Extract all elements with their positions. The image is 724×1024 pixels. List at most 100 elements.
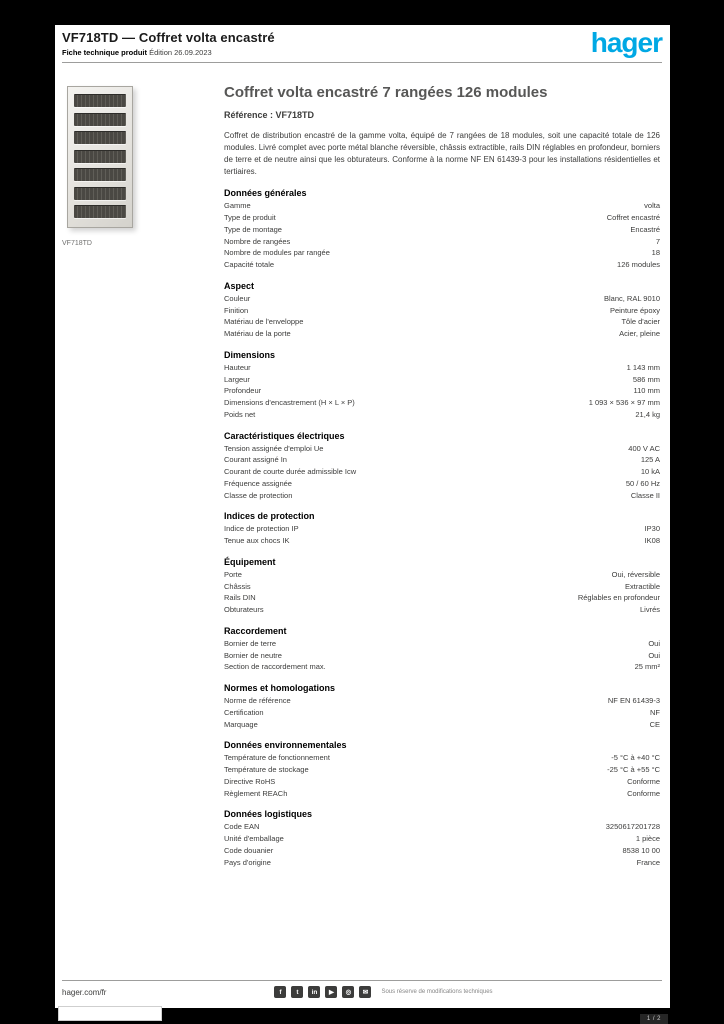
product-description: Coffret de distribution encastré de la g… — [224, 131, 660, 177]
spec-value: Coffret encastré — [606, 213, 660, 222]
spec-label: Rails DIN — [224, 593, 256, 603]
spec-value: Livrés — [639, 605, 660, 614]
spec-value: Conforme — [627, 788, 660, 798]
spec-row: Obturateurs Livrés — [224, 604, 660, 616]
instagram-icon[interactable]: ◎ — [342, 986, 355, 998]
spec-row: Nombre de modules par rangée 18 — [224, 247, 660, 259]
spec-value: NF — [650, 707, 660, 717]
enclosure-module-row — [74, 149, 126, 163]
spec-value: 586 mm — [632, 374, 660, 384]
section-title: Données logistiques — [224, 809, 313, 820]
spec-value: Oui — [648, 650, 660, 660]
spec-row: Dimensions d'encastrement (H × L × P)1 0… — [224, 397, 660, 409]
page-header: VF718TD — Coffret volta encastré Fiche t… — [55, 25, 670, 58]
spec-label: Obturateurs — [224, 605, 264, 614]
spec-label: Type de montage — [224, 224, 282, 234]
spec-label: Courant assigné In — [224, 455, 287, 465]
product-photo — [62, 84, 204, 232]
section-title: Aspect — [224, 280, 255, 291]
newsletter-icon[interactable]: ✉ — [359, 986, 372, 998]
twitter-icon[interactable]: t — [291, 986, 304, 998]
linkedin-icon[interactable]: in — [308, 986, 321, 998]
youtube-icon[interactable]: ▶ — [325, 986, 338, 998]
spec-row: Température de fonctionnement-5 °C à +40… — [224, 752, 660, 764]
spec-value: Blanc, RAL 9010 — [603, 293, 660, 303]
datasheet-page: VF718TD — Coffret volta encastré Fiche t… — [55, 25, 670, 1008]
spec-label: Largeur — [224, 374, 250, 384]
document-type-label: Fiche technique produit — [62, 48, 148, 57]
enclosure-slots — [73, 94, 127, 218]
spec-value: 18 — [651, 248, 660, 258]
spec-label: Fréquence assignée — [224, 478, 292, 488]
spec-label: Bornier de terre — [224, 638, 277, 648]
product-reference-title: VF718TD — Coffret volta encastré — [62, 30, 275, 45]
spec-label: Certification — [224, 707, 264, 717]
spec-value: 3250617201728 — [605, 822, 660, 832]
spec-value: NF EN 61439-3 — [607, 696, 660, 705]
spec-label: Indice de protection IP — [224, 524, 299, 534]
section-title: Dimensions — [224, 349, 276, 360]
spec-row: Indice de protection IP IP30 — [224, 523, 660, 535]
spec-value: Extractible — [624, 581, 660, 591]
footer-website-link[interactable]: hager.com/fr — [62, 987, 107, 997]
spec-label: Nombre de rangées — [224, 236, 291, 246]
spec-value: 1 143 mm — [626, 362, 660, 372]
hager-logo[interactable]: hager — [590, 27, 663, 58]
spec-label: Courant de courte durée admissible Icw — [224, 467, 357, 476]
page-number-badge: 1 / 2 — [639, 1014, 668, 1024]
section-title: Équipement — [224, 556, 276, 567]
header-left: VF718TD — Coffret volta encastré Fiche t… — [62, 30, 275, 57]
spec-row: Fréquence assignée 50 / 60 Hz — [224, 478, 660, 490]
spec-value: 50 / 60 Hz — [625, 478, 660, 488]
spec-label: Porte — [224, 569, 242, 579]
spec-value: France — [636, 857, 660, 867]
header-divider — [62, 62, 662, 63]
spec-value: Tôle d'acier — [621, 317, 660, 327]
spec-value: IP30 — [644, 524, 660, 534]
enclosure-module-row — [74, 131, 126, 144]
spec-label: Température de stockage — [224, 765, 309, 774]
page-bottom-tab — [58, 1006, 162, 1021]
spec-label: Unité d'emballage — [224, 834, 284, 843]
spec-value: Réglables en profondeur — [577, 593, 660, 603]
section-title: Raccordement — [224, 625, 287, 636]
content-area: VF718TD Coffret volta encastré 7 rangées… — [55, 84, 670, 868]
spec-row: Température de stockage-25 °C à +55 °C — [224, 764, 660, 776]
spec-row: Bornier de terre Oui — [224, 638, 660, 650]
section-title: Données générales — [224, 188, 307, 199]
product-heading: Coffret volta encastré 7 rangées 126 mod… — [224, 84, 548, 101]
spec-row: Section de raccordement max.25 mm² — [224, 661, 660, 673]
spec-label: Nombre de modules par rangée — [224, 248, 330, 258]
spec-value: Oui — [648, 638, 660, 648]
enclosure-module-row — [74, 168, 126, 181]
spec-row: Largeur 586 mm — [224, 374, 660, 386]
spec-label: Matériau de la porte — [224, 329, 291, 338]
spec-label: Code douanier — [224, 845, 274, 855]
spec-label: Classe de protection — [224, 490, 293, 500]
document-date: Édition 26.09.2023 — [149, 48, 212, 57]
enclosure-module-row — [74, 205, 126, 218]
spec-value: Acier, pleine — [619, 329, 660, 338]
spec-label: Finition — [224, 305, 249, 315]
facebook-icon[interactable]: f — [274, 986, 287, 998]
main-column: Coffret volta encastré 7 rangées 126 mod… — [224, 84, 662, 868]
